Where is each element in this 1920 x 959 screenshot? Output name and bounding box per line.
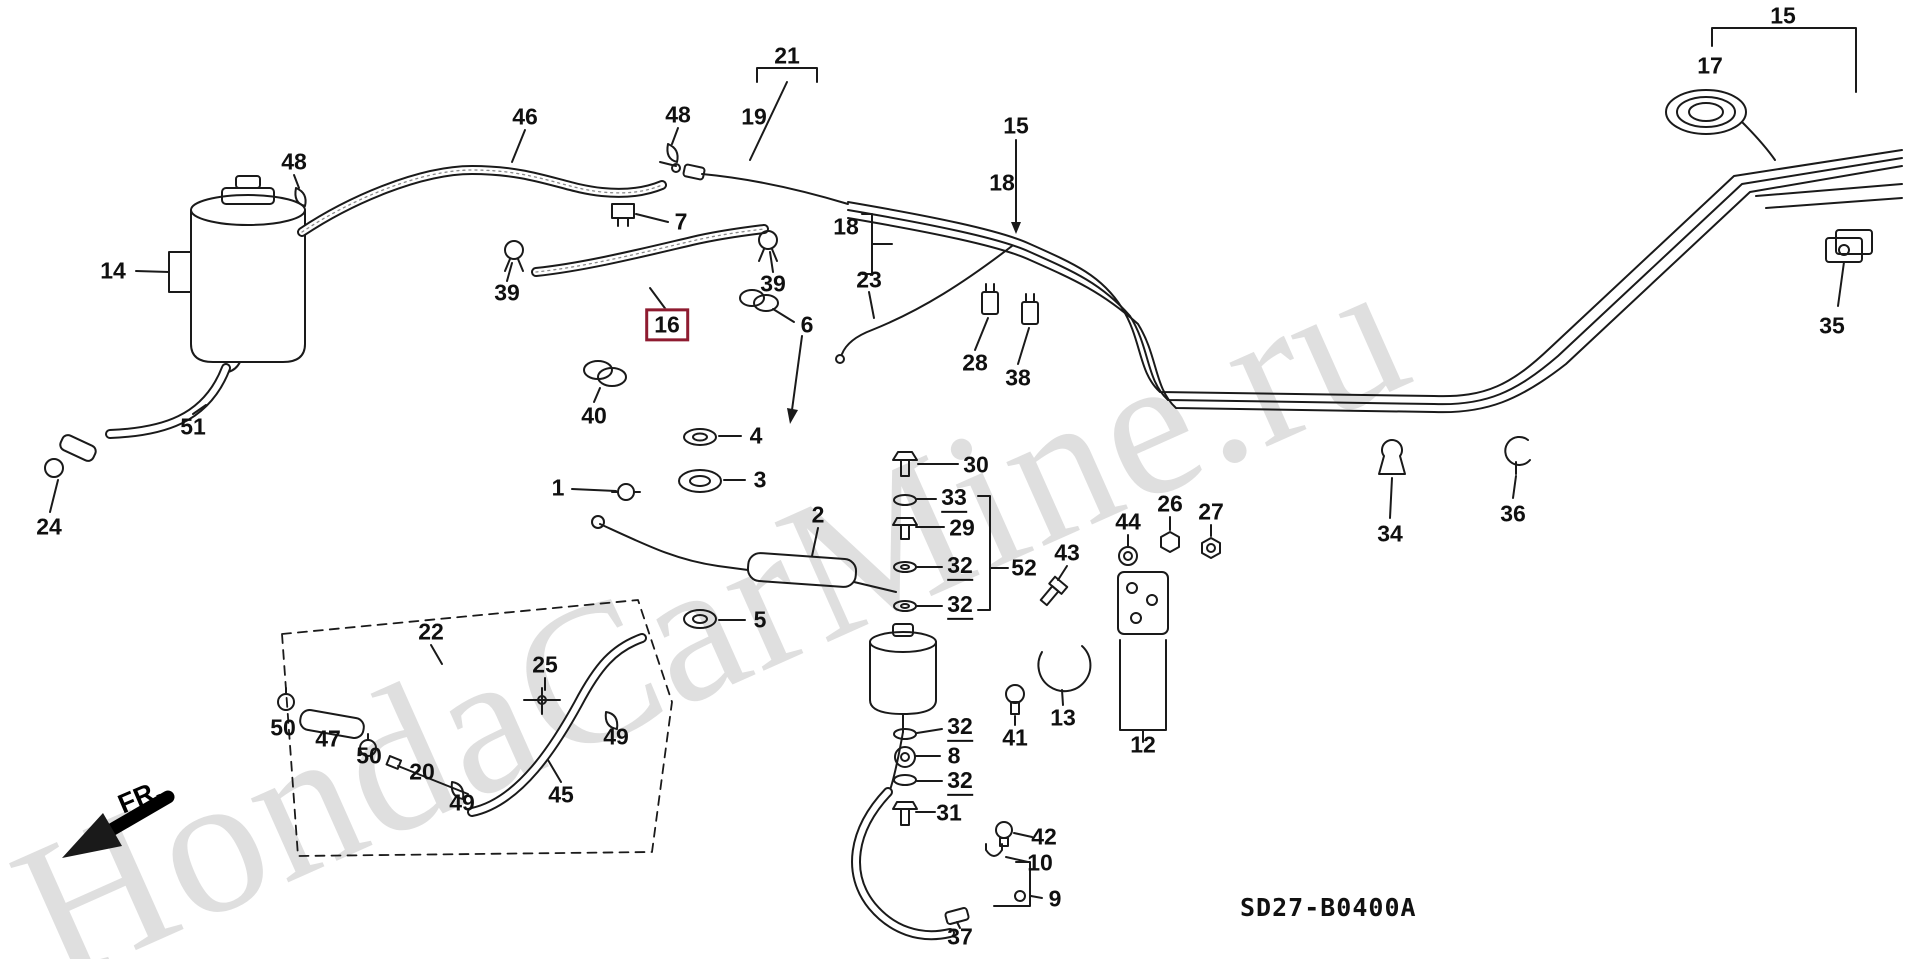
part-callout-32[interactable]: 32 <box>947 713 973 743</box>
part-callout-49[interactable]: 49 <box>449 789 475 816</box>
part-callout-24[interactable]: 24 <box>36 513 62 540</box>
part-callout-26[interactable]: 26 <box>1157 490 1183 517</box>
fr-indicator: FR. <box>114 775 166 820</box>
part-callout-38[interactable]: 38 <box>1005 364 1031 391</box>
part-callout-19[interactable]: 19 <box>741 103 767 130</box>
part-callout-2[interactable]: 2 <box>811 501 825 528</box>
part-callout-18[interactable]: 18 <box>989 169 1015 196</box>
part-callout-5[interactable]: 5 <box>753 606 767 633</box>
part-callout-21[interactable]: 21 <box>774 42 800 69</box>
part-callout-52[interactable]: 52 <box>1011 554 1037 581</box>
part-callout-32[interactable]: 32 <box>947 591 973 621</box>
part-callout-30[interactable]: 30 <box>963 451 989 478</box>
valve-24-shape <box>44 434 97 513</box>
part-callout-15[interactable]: 15 <box>1003 112 1029 139</box>
part-callout-39[interactable]: 39 <box>760 270 786 297</box>
part-callout-37[interactable]: 37 <box>947 923 973 950</box>
part-callout-48[interactable]: 48 <box>281 148 307 175</box>
fr-arrow-icon <box>62 790 175 858</box>
part-callout-31[interactable]: 31 <box>936 799 962 826</box>
part-callout-14[interactable]: 14 <box>100 257 126 284</box>
part-callout-32[interactable]: 32 <box>947 767 973 797</box>
part-callout-39[interactable]: 39 <box>494 279 520 306</box>
part-callout-51[interactable]: 51 <box>180 413 206 440</box>
part-callout-32[interactable]: 32 <box>947 552 973 582</box>
canister-14-shape <box>135 175 306 373</box>
part-callout-29[interactable]: 29 <box>949 514 975 541</box>
part-callout-34[interactable]: 34 <box>1377 520 1403 547</box>
part-callout-4[interactable]: 4 <box>749 422 763 449</box>
part-callout-47[interactable]: 47 <box>315 725 341 752</box>
part-callout-25[interactable]: 25 <box>532 651 558 678</box>
part-callout-22[interactable]: 22 <box>418 618 444 645</box>
part-callout-45[interactable]: 45 <box>548 781 574 808</box>
part-callout-10[interactable]: 10 <box>1027 849 1053 876</box>
part-callout-7[interactable]: 7 <box>674 208 688 235</box>
part-callout-12[interactable]: 12 <box>1130 731 1156 758</box>
part-callout-48[interactable]: 48 <box>665 101 691 128</box>
part-callout-15[interactable]: 15 <box>1770 2 1796 29</box>
part-callout-36[interactable]: 36 <box>1500 500 1526 527</box>
part-callout-17[interactable]: 17 <box>1697 52 1723 79</box>
part-callout-49[interactable]: 49 <box>603 723 629 750</box>
part-callout-6[interactable]: 6 <box>800 311 814 338</box>
part-callout-3[interactable]: 3 <box>753 466 767 493</box>
part-callout-20[interactable]: 20 <box>409 758 435 785</box>
part-callout-35[interactable]: 35 <box>1819 312 1845 339</box>
part-callout-33[interactable]: 33 <box>941 484 967 514</box>
part-callout-27[interactable]: 27 <box>1198 498 1224 525</box>
part-callout-50[interactable]: 50 <box>356 742 382 769</box>
part-callout-43[interactable]: 43 <box>1054 539 1080 566</box>
part-callout-50[interactable]: 50 <box>270 714 296 741</box>
part-callout-41[interactable]: 41 <box>1002 724 1028 751</box>
part-callout-46[interactable]: 46 <box>512 103 538 130</box>
part-callout-40[interactable]: 40 <box>581 402 607 429</box>
part-callout-9[interactable]: 9 <box>1048 885 1062 912</box>
part-callout-23[interactable]: 23 <box>856 266 882 293</box>
diagram-code: SD27-B0400A <box>1240 893 1417 922</box>
part-callout-8[interactable]: 8 <box>947 742 961 769</box>
part-callout-28[interactable]: 28 <box>962 349 988 376</box>
part-callout-16[interactable]: 16 <box>645 308 689 342</box>
part-callout-42[interactable]: 42 <box>1031 823 1057 850</box>
part-callout-44[interactable]: 44 <box>1115 508 1141 535</box>
part-callout-13[interactable]: 13 <box>1050 704 1076 731</box>
part-callout-18[interactable]: 18 <box>833 213 859 240</box>
part-callout-1[interactable]: 1 <box>551 474 565 501</box>
